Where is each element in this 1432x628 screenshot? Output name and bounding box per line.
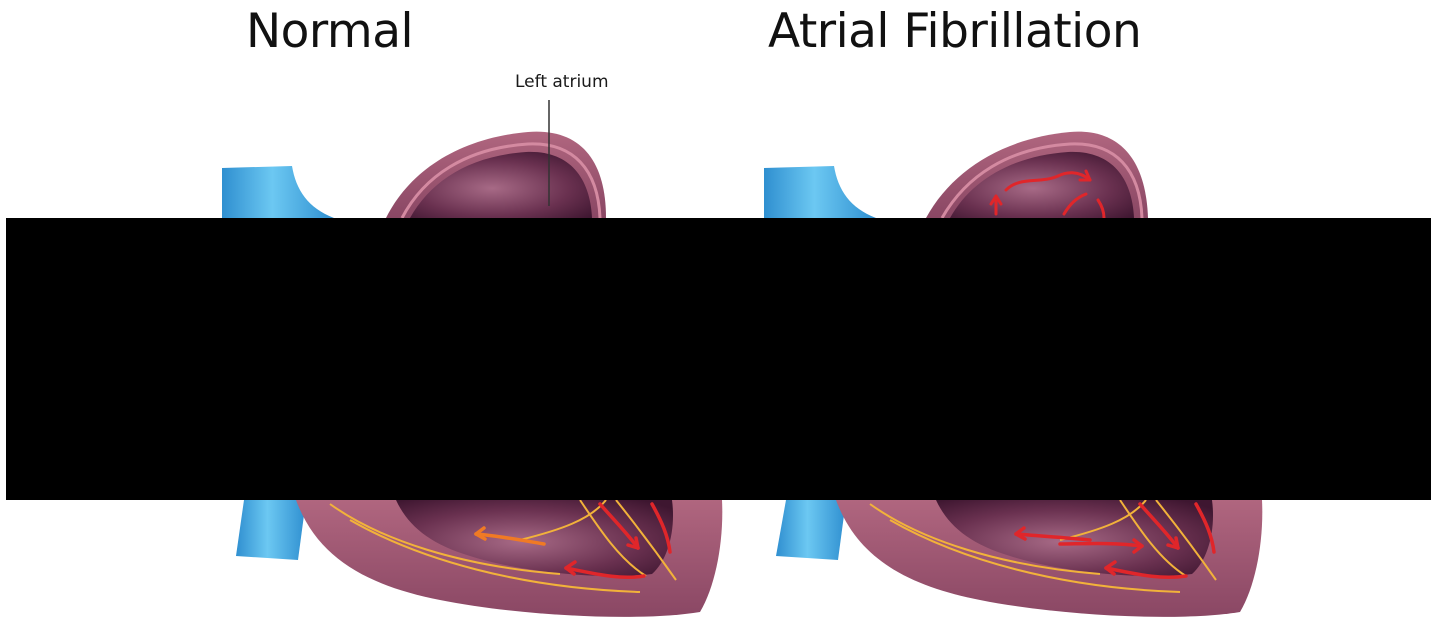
title-atrial-fibrillation: Atrial Fibrillation bbox=[768, 4, 1141, 59]
vessel-bottom-af bbox=[776, 500, 846, 560]
vessel-bottom-normal bbox=[236, 500, 306, 560]
label-left-atrium: Left atrium bbox=[515, 72, 609, 92]
vessel-top-normal bbox=[222, 166, 334, 218]
redaction-bar bbox=[6, 218, 1431, 500]
left-atrium-chamber-af bbox=[950, 152, 1134, 218]
title-normal: Normal bbox=[246, 4, 413, 59]
vessel-top-af bbox=[764, 166, 876, 218]
